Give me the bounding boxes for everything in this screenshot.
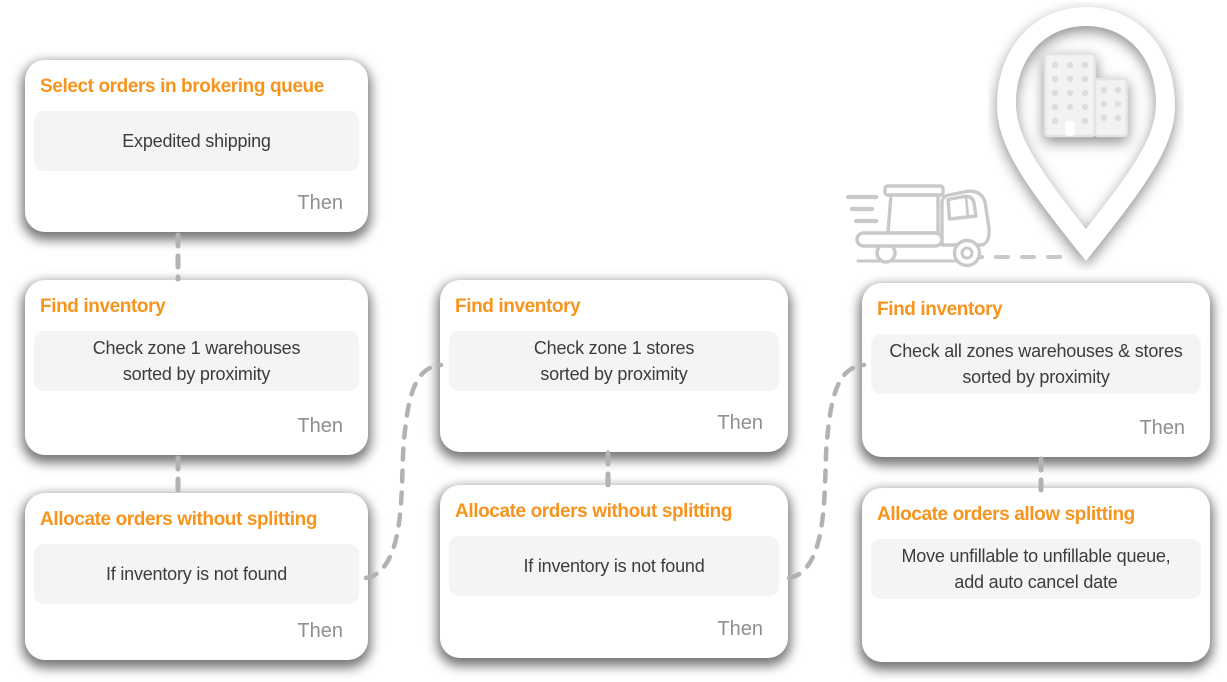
condition-text: Check all zones warehouses & stores sort…	[889, 341, 1183, 387]
connector-curve	[363, 362, 444, 581]
then-label: Then	[297, 192, 343, 214]
rule-title: Allocate orders without splitting	[455, 501, 733, 522]
condition-text: If inventory is not found	[105, 564, 288, 584]
then-label: Then	[297, 620, 343, 642]
rule-title: Find inventory	[40, 296, 166, 317]
condition-text: Expedited shipping	[122, 131, 271, 151]
rule-card-allocate-no-split-2[interactable]: Allocate orders without splitting If inv…	[440, 485, 788, 658]
rule-title: Select orders in brokering queue	[40, 76, 324, 97]
warehouse-building-icon	[1043, 52, 1129, 138]
rule-title: Find inventory	[455, 296, 581, 317]
then-label: Then	[717, 412, 763, 434]
condition-box: Expedited shipping	[34, 111, 359, 171]
condition-box: If inventory is not found	[34, 544, 359, 604]
building-door	[1065, 121, 1075, 136]
then-label: Then	[297, 415, 343, 437]
pin-ring	[997, 7, 1175, 261]
rule-card-select-orders[interactable]: Select orders in brokering queue Expedit…	[25, 60, 368, 232]
then-label: Then	[717, 618, 763, 640]
condition-text: Check zone 1 warehouses sorted by proxim…	[92, 338, 301, 384]
rule-card-find-inventory-zone1-warehouses[interactable]: Find inventory Check zone 1 warehouses s…	[25, 280, 368, 455]
condition-box: Move unfillable to unfillable queue, add…	[871, 539, 1201, 599]
condition-box: Check zone 1 stores sorted by proximity	[449, 331, 779, 391]
location-pin-icon	[997, 7, 1175, 261]
condition-text: Check zone 1 stores sorted by proximity	[533, 338, 695, 384]
rule-title: Allocate orders without splitting	[40, 509, 318, 530]
rule-card-allocate-no-split-1[interactable]: Allocate orders without splitting If inv…	[25, 493, 368, 660]
condition-box: Check all zones warehouses & stores sort…	[871, 334, 1201, 394]
rule-card-find-inventory-zone1-stores[interactable]: Find inventory Check zone 1 stores sorte…	[440, 280, 788, 452]
condition-text: Move unfillable to unfillable queue, add…	[901, 546, 1171, 592]
rule-title: Allocate orders allow splitting	[877, 504, 1135, 525]
condition-text: If inventory is not found	[523, 556, 705, 576]
condition-box: Check zone 1 warehouses sorted by proxim…	[34, 331, 359, 391]
speed-lines	[845, 194, 879, 224]
rule-card-allocate-allow-split[interactable]: Allocate orders allow splitting Move unf…	[862, 488, 1210, 662]
connector-curve	[786, 362, 867, 581]
rule-title: Find inventory	[877, 299, 1003, 320]
rule-card-find-inventory-all-zones[interactable]: Find inventory Check all zones warehouse…	[862, 283, 1210, 457]
then-label: Then	[1139, 417, 1185, 439]
delivery-truck-icon	[845, 184, 991, 268]
condition-box: If inventory is not found	[449, 536, 779, 596]
